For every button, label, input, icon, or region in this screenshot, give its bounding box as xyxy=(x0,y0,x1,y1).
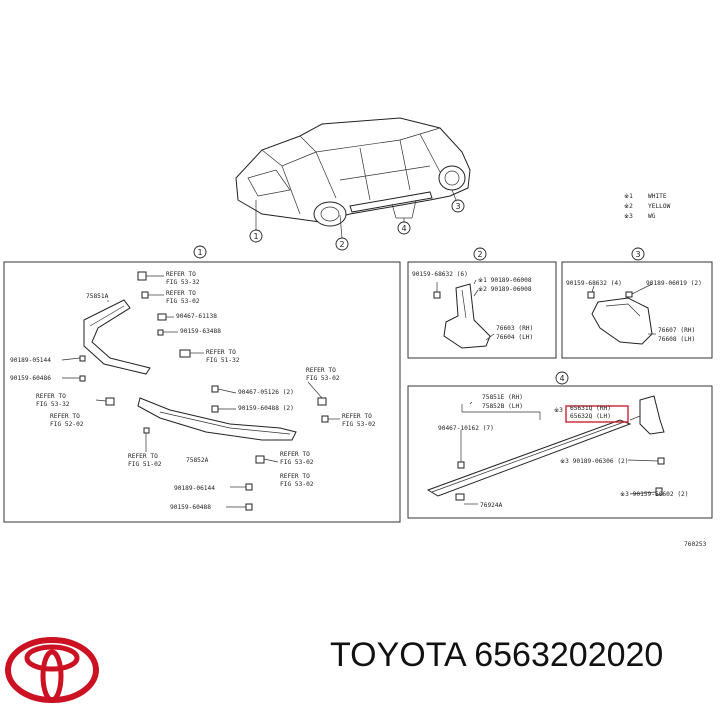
brand-name: TOYOTA xyxy=(330,636,465,674)
panel-2-front-mudguard: 2 90159-68632 (6) ※1 90189-06008 ※2 9018… xyxy=(407,247,557,359)
svg-text:※2: ※2 xyxy=(624,203,633,210)
panel-1-front-spoiler: 1 xyxy=(3,245,401,523)
svg-text:REFER TO: REFER TO xyxy=(166,271,196,278)
svg-text:FIG 53-02: FIG 53-02 xyxy=(306,375,340,382)
svg-text:YELLOW: YELLOW xyxy=(648,203,671,210)
highlighted-part-box xyxy=(565,405,629,423)
svg-text:FIG 53-02: FIG 53-02 xyxy=(166,298,200,305)
callout-2-top: 2 xyxy=(335,237,349,251)
svg-text:65632Q (LH): 65632Q (LH) xyxy=(570,413,611,420)
svg-text:76604 (LH): 76604 (LH) xyxy=(496,334,533,341)
svg-text:90159-68632 (4): 90159-68632 (4) xyxy=(566,280,622,287)
svg-text:75851E (RH): 75851E (RH) xyxy=(482,394,523,401)
svg-text:90159-63488: 90159-63488 xyxy=(180,328,221,335)
svg-text:2: 2 xyxy=(339,240,344,249)
svg-text:90159-68632 (6): 90159-68632 (6) xyxy=(412,271,468,278)
color-legend: ※1 WHITE ※2 YELLOW ※3 WG xyxy=(624,193,671,220)
svg-text:90467-10162 (7): 90467-10162 (7) xyxy=(438,425,494,432)
svg-text:WHITE: WHITE xyxy=(648,193,667,200)
svg-text:4: 4 xyxy=(401,224,406,233)
svg-text:REFER TO: REFER TO xyxy=(342,413,372,420)
svg-text:90467-61138: 90467-61138 xyxy=(176,313,217,320)
svg-text:FIG 53-32: FIG 53-32 xyxy=(36,401,70,408)
svg-text:※3 90159-60602 (2): ※3 90159-60602 (2) xyxy=(620,491,689,498)
svg-text:4: 4 xyxy=(559,374,564,383)
svg-text:※2 90189-06008: ※2 90189-06008 xyxy=(478,286,532,293)
svg-text:REFER TO: REFER TO xyxy=(50,413,80,420)
svg-text:90189-06144: 90189-06144 xyxy=(174,485,215,492)
svg-text:FIG 51-32: FIG 51-32 xyxy=(206,357,240,364)
diagram-code: 760253 xyxy=(684,541,707,548)
svg-text:1: 1 xyxy=(197,248,202,257)
panel-4-rocker-moulding: 4 75851E (RH) 75852B (LH) ※3 65631Q (RH)… xyxy=(407,371,713,519)
svg-text:FIG 52-02: FIG 52-02 xyxy=(50,421,84,428)
svg-text:※3 90189-06306 (2): ※3 90189-06306 (2) xyxy=(560,458,629,465)
svg-text:FIG 53-32: FIG 53-32 xyxy=(166,279,200,286)
svg-text:REFER TO: REFER TO xyxy=(36,393,66,400)
svg-text:FIG 53-02: FIG 53-02 xyxy=(280,481,314,488)
svg-text:90189-05144: 90189-05144 xyxy=(10,357,51,364)
svg-text:2: 2 xyxy=(477,250,482,259)
svg-text:1: 1 xyxy=(253,232,258,241)
svg-text:※1 90189-06008: ※1 90189-06008 xyxy=(478,277,532,284)
svg-text:REFER TO: REFER TO xyxy=(280,473,310,480)
svg-text:3: 3 xyxy=(635,250,640,259)
svg-text:FIG 53-02: FIG 53-02 xyxy=(342,421,376,428)
svg-text:75852A: 75852A xyxy=(186,457,209,464)
svg-text:65631Q (RH): 65631Q (RH) xyxy=(570,405,611,412)
panel-3-rear-mudguard: 3 90159-68632 (4) 90189-06019 (2) 76607 … xyxy=(561,247,713,359)
svg-text:76607 (RH): 76607 (RH) xyxy=(658,327,695,334)
callout-4-top: 4 xyxy=(397,221,411,235)
svg-text:76603 (RH): 76603 (RH) xyxy=(496,325,533,332)
callout-3-top: 3 xyxy=(451,199,465,213)
part-number: 6563202020 xyxy=(474,636,664,674)
svg-text:90189-06019 (2): 90189-06019 (2) xyxy=(646,280,702,287)
svg-text:REFER TO: REFER TO xyxy=(166,290,196,297)
svg-text:76924A: 76924A xyxy=(480,502,503,509)
svg-text:※3: ※3 xyxy=(624,213,633,220)
car-illustration xyxy=(235,117,471,239)
toyota-logo xyxy=(5,637,99,703)
svg-text:75852B (LH): 75852B (LH) xyxy=(482,403,523,410)
svg-text:90159-60488: 90159-60488 xyxy=(170,504,211,511)
svg-text:FIG 51-02: FIG 51-02 xyxy=(128,461,162,468)
part-caption: TOYOTA 6563202020 xyxy=(330,636,720,686)
svg-text:3: 3 xyxy=(455,202,460,211)
svg-text:76608 (LH): 76608 (LH) xyxy=(658,336,695,343)
callout-1-top: 1 xyxy=(249,229,263,243)
svg-text:REFER TO: REFER TO xyxy=(306,367,336,374)
svg-text:FIG 53-02: FIG 53-02 xyxy=(280,459,314,466)
svg-text:90467-05126 (2): 90467-05126 (2) xyxy=(238,389,294,396)
svg-text:90159-60488 (2): 90159-60488 (2) xyxy=(238,405,294,412)
svg-text:REFER TO: REFER TO xyxy=(206,349,236,356)
svg-text:REFER TO: REFER TO xyxy=(280,451,310,458)
svg-text:WG: WG xyxy=(648,213,656,220)
svg-text:90159-60486: 90159-60486 xyxy=(10,375,51,382)
svg-text:※1: ※1 xyxy=(624,193,633,200)
svg-text:※3: ※3 xyxy=(554,407,563,414)
svg-text:75851A: 75851A xyxy=(86,293,109,300)
svg-text:REFER TO: REFER TO xyxy=(128,453,158,460)
